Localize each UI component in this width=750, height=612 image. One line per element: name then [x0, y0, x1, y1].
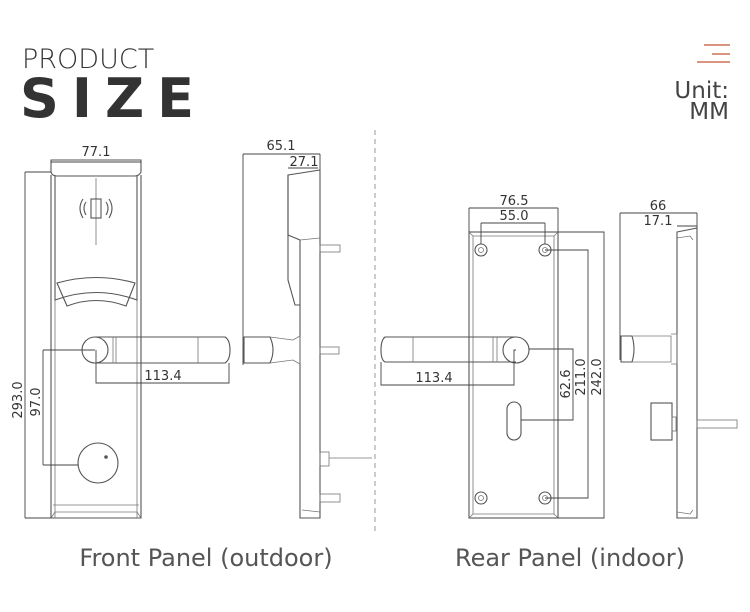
title-size: SIZE	[20, 67, 207, 130]
dim-rear-handle-slot: 62.6	[559, 370, 574, 399]
dim-rear-width: 76.5	[500, 194, 529, 209]
rear-panel-caption: Rear Panel (indoor)	[455, 544, 685, 572]
rear-panel-front-view	[380, 231, 559, 519]
rfid-reader-icon	[79, 178, 113, 245]
rear-panel-side-view: 66 17.1	[619, 199, 738, 519]
unit-label: Unit:	[674, 78, 729, 104]
dim-front-side-body: 27.1	[290, 155, 319, 170]
dim-rear-screw-spacing: 55.0	[500, 209, 529, 224]
dim-rear-screw-vertical: 211.0	[574, 358, 589, 395]
dim-front-height: 293.0	[11, 381, 26, 418]
title-product: PRODUCT	[22, 44, 154, 75]
front-panel-side-view: 65.1 27.1	[242, 139, 372, 519]
menu-icon[interactable]	[697, 44, 730, 63]
dim-front-handle-length: 113.4	[144, 369, 181, 384]
front-panel-front-view	[50, 159, 231, 519]
dim-front-side-depth: 65.1	[267, 139, 296, 154]
unit-value: MM	[689, 99, 729, 125]
front-dimensions: 77.1 293.0 97.0 113.4	[11, 145, 230, 519]
dim-front-handle-knob: 97.0	[29, 388, 44, 417]
dim-front-width: 77.1	[82, 145, 111, 160]
front-panel-caption: Front Panel (outdoor)	[79, 544, 332, 572]
dim-rear-height: 242.0	[590, 358, 605, 395]
dim-rear-side-depth: 66	[650, 199, 667, 214]
dim-rear-side-body: 17.1	[644, 214, 673, 229]
dim-rear-handle-length: 113.4	[415, 371, 452, 386]
screw-holes	[474, 243, 552, 505]
rear-dimensions: 76.5 55.0 242.0 211.0 62.6 113.4	[380, 194, 605, 519]
